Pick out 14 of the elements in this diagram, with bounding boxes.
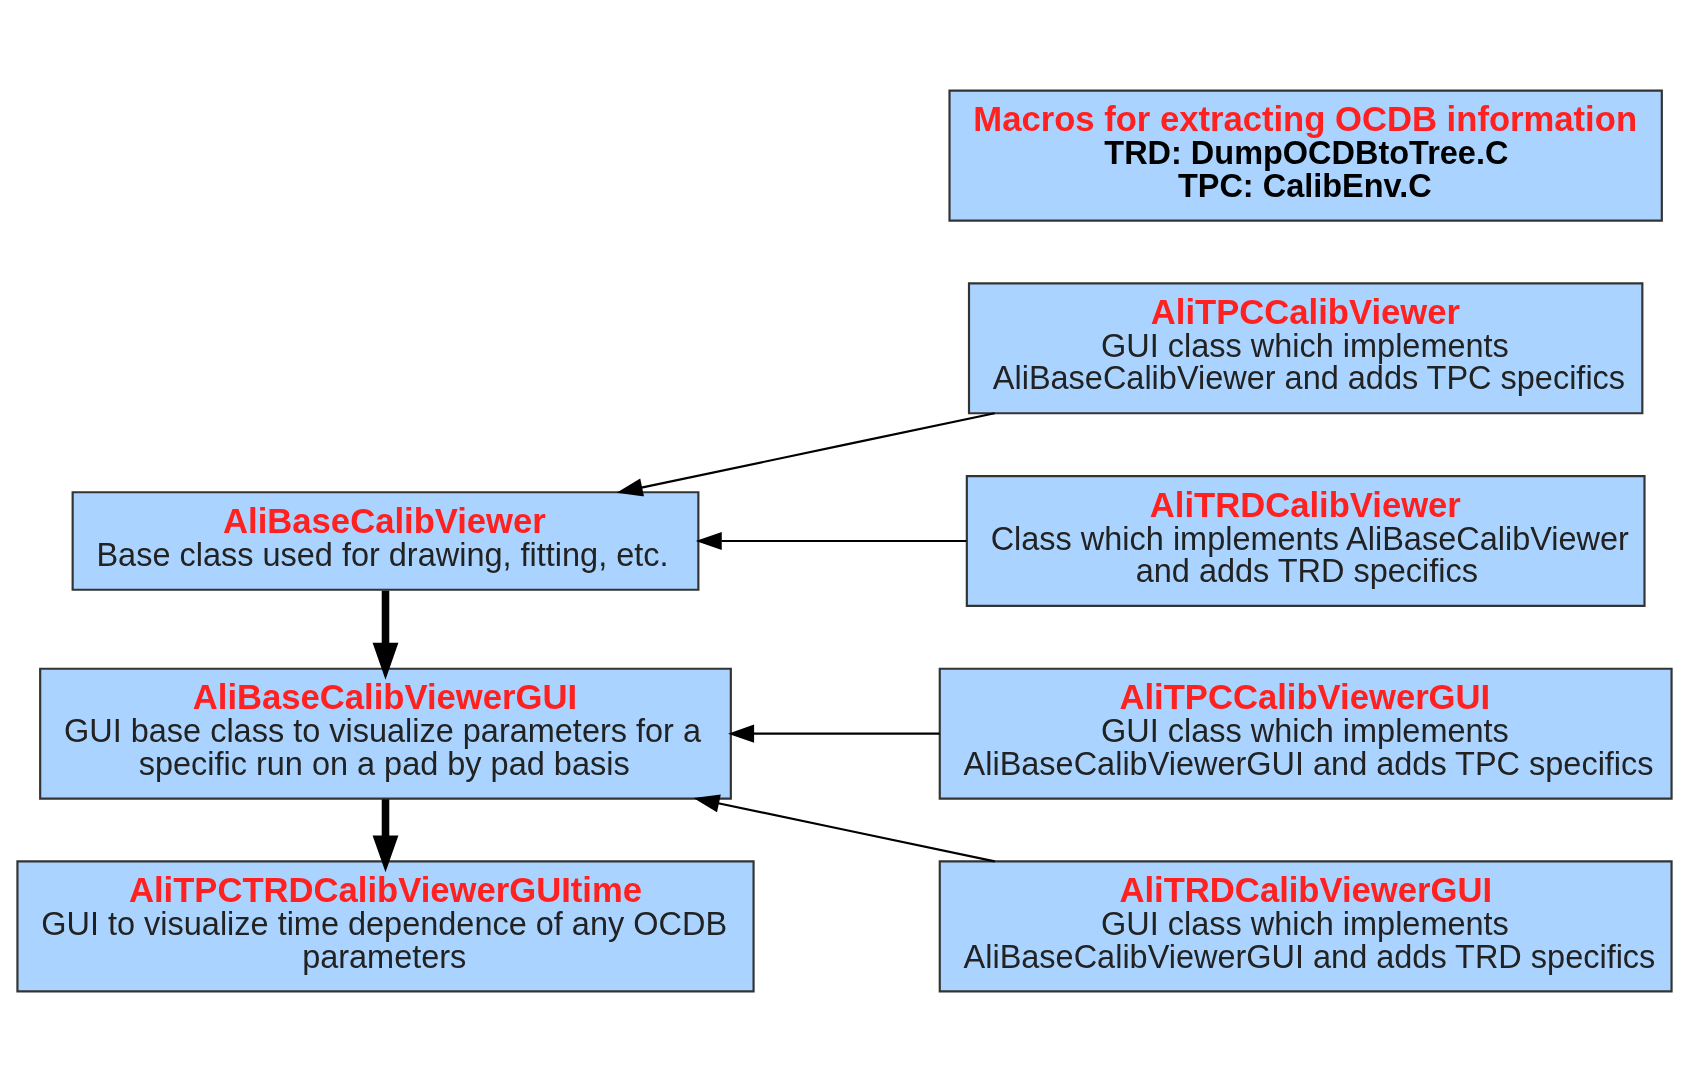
node-box: AliTRDCalibViewerGUI GUI class which implements AliBaseCalibViewerGUI and adds TRD specifics [938,859,1673,992]
node-box: AliTRDCalibViewer Class which implements AliBaseCalibViewer and adds TRD specifics [965,474,1646,607]
node-box: AliTPCCalibViewer GUI class which implements AliBaseCalibViewer and adds TPC specifics [967,281,1644,414]
arrow [372,798,399,872]
arrow [372,590,399,680]
arrow [728,724,940,743]
node-box: Macros for extracting OCDB information TRD: DumpOCDBtoTree.C TPC: CalibEnv.C [948,89,1663,222]
arrow [616,411,995,496]
node-box: AliTPCCalibViewerGUI GUI class which implements AliBaseCalibViewerGUI and adds TPC specifics [938,667,1673,800]
arrow [693,793,995,862]
node-box: AliTPCTRDCalibViewerGUItime GUI to visualize time dependence of any OCDB parameters [16,859,755,992]
node-box: AliBaseCalibViewer Base class used for drawing, fitting, etc. [71,490,700,591]
arrow [695,531,967,550]
node-box: AliBaseCalibViewerGUI GUI base class to visualize parameters for a specific run on a pad by pad basis [39,667,732,800]
